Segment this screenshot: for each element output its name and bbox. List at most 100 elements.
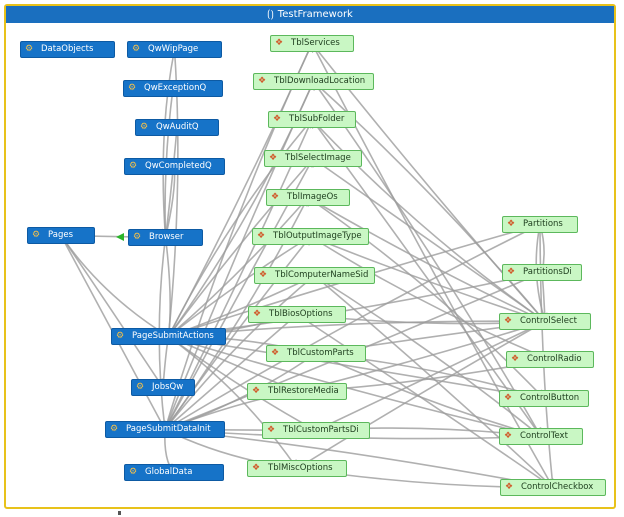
node-pagesubmitactions[interactable]: ⚙PageSubmitActions (111, 328, 226, 345)
node-label: PartitionsDi (523, 267, 572, 277)
node-label: TblBiosOptions (269, 309, 333, 319)
node-controlselect[interactable]: ❖ControlSelect (499, 313, 591, 330)
node-label: TblServices (291, 38, 340, 48)
table-icon: ❖ (252, 386, 261, 396)
table-icon: ❖ (504, 393, 513, 403)
table-icon: ❖ (511, 354, 520, 364)
node-tblcustompartsdi[interactable]: ❖ TblCustomPartsDi (262, 422, 370, 439)
table-icon: ❖ (259, 270, 268, 280)
node-partitions[interactable]: ❖Partitions (502, 216, 578, 233)
node-qwwippage[interactable]: ⚙QwWipPage (127, 41, 222, 58)
node-controltext[interactable]: ❖ControlText (499, 428, 583, 445)
table-icon: ❖ (505, 482, 514, 492)
node-tblsubfolder[interactable]: ❖TblSubFolder (268, 111, 356, 128)
node-label: TblDownloadLocation (274, 76, 366, 86)
table-icon: ❖ (258, 76, 267, 86)
node-dataobjects[interactable]: ⚙DataObjects (20, 41, 115, 58)
node-label: TblOutputImageType (273, 231, 362, 241)
window-title: TestFramework (277, 9, 353, 20)
node-pagesubmitdatainit[interactable]: ⚙ PageSubmitDataInit (105, 421, 225, 438)
edge-tblrestoremedia-to-controlselect (296, 319, 547, 393)
table-icon: ❖ (271, 348, 280, 358)
node-label: ControlRadio (527, 354, 582, 364)
edge-pagesubmitdatainit-to-tblservices (164, 42, 313, 430)
node-label: TblMiscOptions (268, 463, 333, 473)
node-tblselectimage[interactable]: ❖TblSelectImage (264, 150, 362, 167)
table-icon: ❖ (257, 231, 266, 241)
node-label: PageSubmitDataInit (126, 424, 211, 434)
node-label: QwWipPage (148, 44, 199, 54)
node-label: JobsQw (152, 382, 184, 392)
class-icon: ⚙ (140, 122, 149, 132)
node-controlcheckbox[interactable]: ❖ControlCheckbox (500, 479, 606, 496)
edge-tbldownloadlocation-to-controlselect (312, 80, 547, 323)
node-label: GlobalData (145, 467, 193, 477)
node-tblimageos[interactable]: ❖ TblImageOs (266, 189, 350, 206)
edge-pagesubmitdatainit-to-tblcomputernamesid (164, 274, 316, 430)
edge-pagesubmitactions-to-tblselectimage (167, 157, 315, 337)
node-browser[interactable]: ⚙ Browser (128, 229, 203, 246)
edge-tblmiscoptions-to-controlselect (296, 320, 547, 470)
edge-pagesubmitactions-to-tbloutputimagetype (168, 235, 312, 338)
edge-pagesubmitdatainit-to-partitions (164, 223, 542, 431)
table-icon: ❖ (267, 425, 276, 435)
edge-tblcomputernamesid-to-controlcheckbox (313, 274, 555, 489)
edge-pagesubmitactions-to-tblsubfolder (167, 118, 314, 337)
class-icon: ⚙ (136, 382, 145, 392)
class-icon: ⚙ (128, 83, 137, 93)
node-tbldownloadlocation[interactable]: ❖ TblDownloadLocation (253, 73, 374, 90)
selected-edge-arrow-icon (116, 233, 124, 241)
node-label: TblImageOs (287, 192, 338, 202)
node-label: TblSubFolder (289, 114, 345, 124)
node-label: ControlButton (520, 393, 580, 403)
class-icon: ⚙ (129, 161, 138, 171)
node-label: PageSubmitActions (132, 331, 214, 341)
class-icon: ⚙ (129, 467, 138, 477)
node-label: TblCustomPartsDi (283, 425, 359, 435)
node-tblmiscoptions[interactable]: ❖TblMiscOptions (247, 460, 347, 477)
node-tblcustomparts[interactable]: ❖ TblCustomParts (266, 345, 366, 362)
node-label: TblSelectImage (285, 153, 351, 163)
table-icon: ❖ (271, 192, 280, 202)
node-tblrestoremedia[interactable]: ❖TblRestoreMedia (247, 383, 347, 400)
node-jobsqw[interactable]: ⚙ JobsQw (131, 379, 195, 396)
scroll-marker (118, 511, 121, 515)
node-pages[interactable]: ⚙ Pages (27, 227, 95, 244)
node-tblbiosoptions[interactable]: ❖TblBiosOptions (248, 306, 346, 323)
node-qwauditq[interactable]: ⚙ QwAuditQ (135, 119, 219, 136)
edge-pagesubmitactions-to-tblmiscoptions (168, 335, 298, 470)
node-label: QwExceptionQ (144, 83, 207, 93)
class-icon: ⚙ (133, 232, 142, 242)
node-controlbutton[interactable]: ❖ ControlButton (499, 390, 589, 407)
edge-pages-to-pagesubmitactions (60, 235, 170, 338)
table-icon: ❖ (275, 38, 284, 48)
node-qwexceptionq[interactable]: ⚙ QwExceptionQ (123, 80, 223, 97)
node-tblcomputernamesid[interactable]: ❖ TblComputerNameSid (254, 267, 375, 284)
node-label: Browser (149, 232, 184, 242)
window-titlebar: ⟮⟯ TestFramework (6, 6, 614, 23)
edge-pagesubmitactions-to-tblimageos (167, 196, 310, 338)
class-icon: ⚙ (110, 424, 119, 434)
table-icon: ❖ (507, 219, 516, 229)
class-icon: ⚙ (32, 230, 41, 240)
edge-pagesubmitactions-to-tblcustompartsdi (168, 335, 318, 432)
edge-tblselectimage-to-controlselect (312, 157, 547, 323)
edge-pagesubmitdatainit-to-tbloutputimagetype (164, 235, 312, 430)
edge-tblcustompartsdi-to-controlselect (315, 320, 547, 432)
node-label: QwCompletedQ (145, 161, 212, 171)
node-label: TblComputerNameSid (275, 270, 369, 280)
edge-tbloutputimagetype-to-controlradio (310, 235, 552, 361)
node-label: ControlSelect (520, 316, 577, 326)
node-label: QwAuditQ (156, 122, 199, 132)
node-tbloutputimagetype[interactable]: ❖ TblOutputImageType (252, 228, 369, 245)
node-label: TblCustomParts (287, 348, 354, 358)
node-qwcompletedq[interactable]: ⚙ QwCompletedQ (124, 158, 225, 175)
node-label: Pages (48, 230, 74, 240)
node-globaldata[interactable]: ⚙ GlobalData (124, 464, 224, 481)
node-tblservices[interactable]: ❖ TblServices (270, 35, 354, 52)
edge-tbloutputimagetype-to-controlselect (310, 235, 547, 324)
edge-tbldownloadlocation-to-controltext (312, 81, 542, 438)
node-controlradio[interactable]: ❖ ControlRadio (506, 351, 594, 368)
node-partitionsdi[interactable]: ❖PartitionsDi (502, 264, 582, 281)
diagram-window: ⟮⟯ TestFramework ⚙DataObjects⚙QwWipPage⚙… (4, 4, 616, 509)
